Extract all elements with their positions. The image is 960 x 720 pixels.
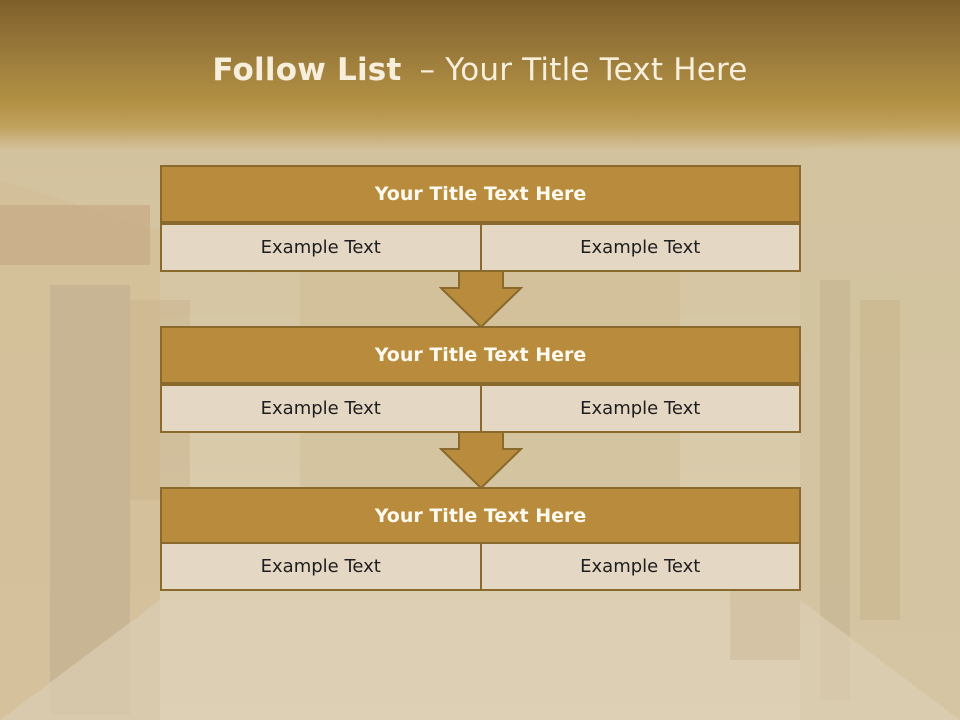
- step-2-right-cell: Example Text: [479, 386, 800, 431]
- step-3-row: Example Text Example Text: [160, 542, 801, 591]
- step-2-left-cell: Example Text: [260, 398, 381, 419]
- step-1-title: Your Title Text Here: [374, 183, 587, 205]
- header-band: [0, 0, 960, 150]
- title-rest: Your Title Text Here: [445, 52, 748, 88]
- step-1-row: Example Text Example Text: [160, 223, 801, 272]
- step-1-left-cell: Example Text: [260, 237, 381, 258]
- title-bold-part: Follow List: [212, 52, 402, 88]
- down-arrow-icon: [439, 431, 523, 489]
- down-arrow-icon: [439, 270, 523, 328]
- step-3-left-cell: Example Text: [260, 556, 381, 577]
- step-1-title-box: Your Title Text Here: [160, 165, 801, 223]
- slide-title: Follow List–Your Title Text Here: [0, 52, 960, 88]
- step-2-title: Your Title Text Here: [374, 344, 587, 366]
- step-3-title: Your Title Text Here: [374, 505, 587, 527]
- step-3-right-cell: Example Text: [479, 544, 800, 589]
- step-2-row: Example Text Example Text: [160, 384, 801, 433]
- step-2-title-box: Your Title Text Here: [160, 326, 801, 384]
- title-dash: –: [419, 52, 436, 88]
- step-3-title-box: Your Title Text Here: [160, 487, 801, 545]
- step-1-right-cell: Example Text: [479, 225, 800, 270]
